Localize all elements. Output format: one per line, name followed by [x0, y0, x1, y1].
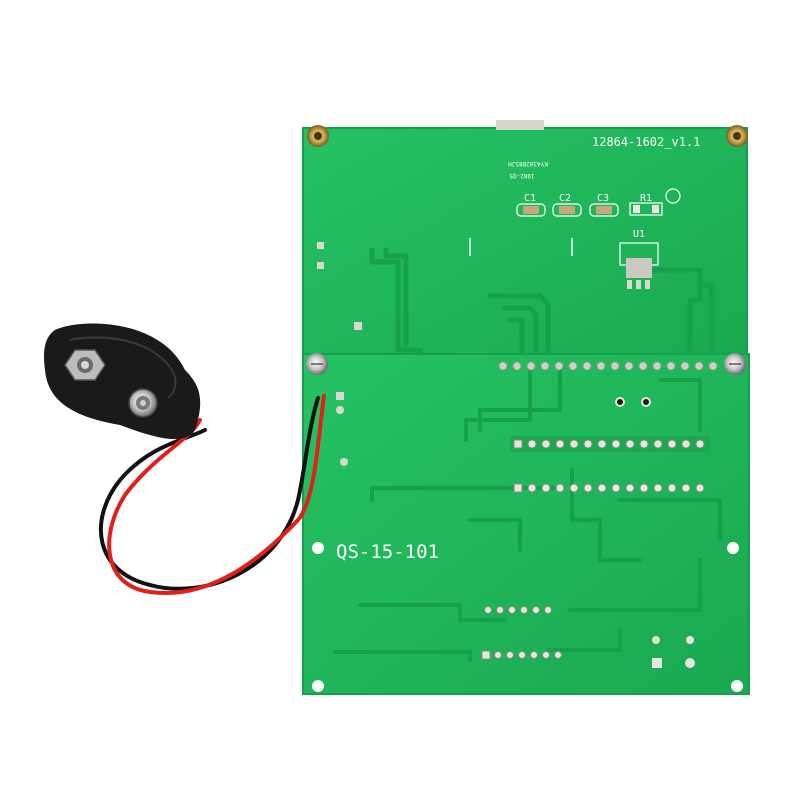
display-pcb: 12864-1602_v1.1 KY4302B8SJH 1982-QS C1 C… [302, 120, 748, 371]
battery-pads [336, 392, 348, 466]
bottom-right-vias [652, 636, 695, 668]
battery-snap-clip [44, 323, 201, 440]
board-version-label: 12864-1602_v1.1 [592, 135, 700, 149]
brass-standoff-left [307, 125, 329, 147]
brass-standoff-right [726, 125, 748, 147]
test-point [665, 188, 681, 204]
mounting-holes [312, 542, 743, 692]
round-terminal-icon [128, 388, 158, 418]
model-label: QS-15-101 [336, 541, 439, 563]
small-label-2: 1982-QS [509, 172, 535, 179]
capacitor-c2: C2 [552, 193, 582, 217]
capacitor-c1: C1 [516, 193, 546, 217]
black-wire [98, 396, 320, 591]
main-pcb: QS-15-101 [302, 353, 750, 695]
regulator-u1: U1 [619, 229, 659, 289]
screw-right [724, 353, 746, 375]
capacitor-c3: C3 [589, 193, 619, 217]
c1-label: C1 [524, 193, 536, 204]
c2-label: C2 [559, 193, 571, 204]
resistor-r1: R1 [629, 193, 663, 216]
main-traces [333, 368, 722, 662]
connector-tab [496, 120, 544, 130]
pin-row-1 [510, 436, 710, 452]
red-wire [107, 394, 326, 595]
battery-wires [98, 394, 326, 595]
c3-label: C3 [597, 193, 609, 204]
bottom-header-pins [481, 606, 562, 660]
u1-label: U1 [633, 229, 645, 240]
screw-left [306, 353, 328, 375]
small-label-1: KY4302B8SJH [508, 160, 548, 167]
hex-terminal-icon [64, 349, 106, 381]
r1-label: R1 [640, 193, 652, 204]
top-header-pins [498, 361, 718, 371]
pin-row-2 [513, 483, 705, 493]
